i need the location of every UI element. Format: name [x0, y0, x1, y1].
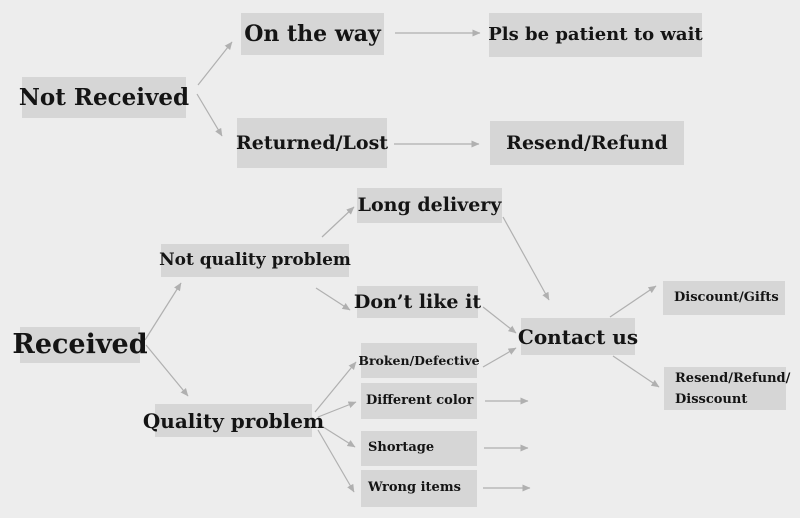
arrow-broken-defective-to-contact-us [482, 347, 517, 368]
arrow-not-quality-problem-to-dont-like-it [315, 287, 351, 311]
node-long-delivery: Long delivery [357, 188, 502, 223]
node-returned-lost: Returned/Lost [235, 118, 389, 168]
arrow-not-received-to-on-the-way [197, 41, 233, 86]
node-label-line1: Resend/Refund/ [675, 370, 791, 386]
node-shortage: Shortage [361, 431, 477, 466]
arrow-quality-problem-to-wrong-items [317, 429, 355, 493]
node-label: Long delivery [357, 194, 502, 217]
arrow-contact-us-to-resend-refund-disscount [612, 355, 660, 388]
node-quality-problem: Quality problem [143, 404, 324, 437]
node-label: Returned/Lost [235, 131, 389, 154]
node-label: Discount/Gifts [674, 289, 779, 305]
node-label: Contact us [517, 324, 639, 349]
node-label: On the way [244, 20, 381, 47]
node-received: Received [12, 327, 148, 363]
node-label: Resend/Refund [506, 131, 668, 154]
arrow-contact-us-to-discount-gifts [609, 285, 657, 318]
arrow-quality-problem-to-different-color [317, 401, 357, 418]
arrow-received-to-quality-problem [145, 344, 189, 397]
node-broken-defective: Broken/Defective [358, 343, 480, 378]
node-not-quality-problem: Not quality problem [159, 244, 351, 277]
node-label: Quality problem [142, 408, 325, 433]
node-label: Not quality problem [159, 250, 351, 271]
arrow-quality-problem-to-broken-defective [314, 361, 357, 413]
node-dont-like-it: Don’t like it [353, 286, 482, 318]
node-resend-refund-disscount: Resend/Refund/ Disscount [664, 367, 790, 410]
node-label: Shortage [368, 440, 435, 456]
node-pls-be-patient-to-wait: Pls be patient to wait [488, 13, 703, 57]
node-label: Different color [366, 392, 474, 408]
node-label: Received [12, 329, 148, 361]
node-label: Broken/Defective [358, 352, 480, 368]
node-on-the-way: On the way [241, 13, 384, 55]
arrow-not-received-to-returned-lost [196, 93, 223, 137]
arrow-long-delivery-to-contact-us [502, 216, 550, 301]
node-label: Don’t like it [353, 290, 482, 313]
node-wrong-items: Wrong items [361, 470, 477, 507]
node-not-received: Not Received [18, 77, 190, 118]
arrow-quality-problem-to-shortage [319, 424, 356, 448]
node-different-color: Different color [361, 383, 477, 419]
node-label: Wrong items [368, 480, 461, 496]
node-resend-refund: Resend/Refund [490, 121, 684, 165]
node-discount-gifts: Discount/Gifts [663, 281, 785, 315]
node-label: Not Received [18, 83, 190, 111]
arrow-dont-like-it-to-contact-us [482, 306, 517, 334]
node-contact-us: Contact us [517, 318, 639, 355]
node-label: Pls be patient to wait [488, 24, 703, 46]
arrow-received-to-not-quality-problem [144, 282, 182, 341]
arrow-not-quality-problem-to-long-delivery [321, 206, 355, 238]
node-label-line2: Disscount [675, 391, 748, 407]
